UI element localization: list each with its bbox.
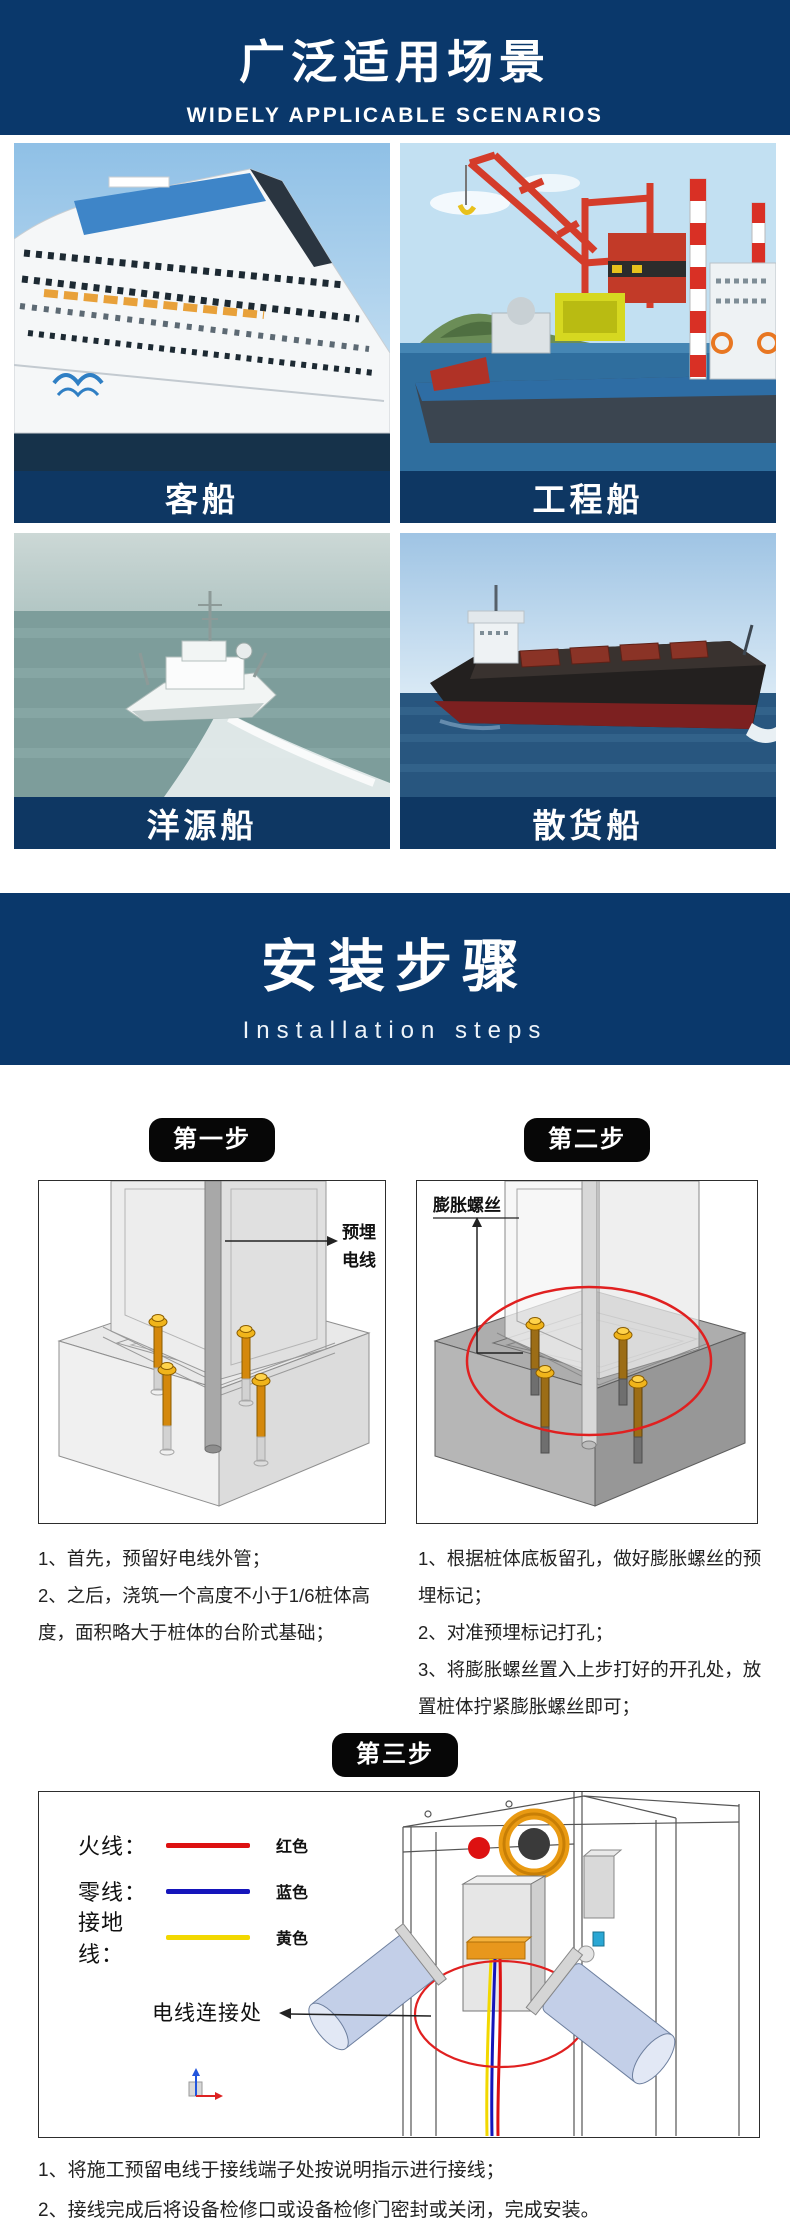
scenario-card-engineering: 工程船 bbox=[400, 143, 776, 523]
engineering-ship-illustration bbox=[400, 143, 776, 471]
junction-box bbox=[461, 1875, 547, 2012]
ring-center bbox=[518, 1828, 550, 1860]
ocean-ship-photo bbox=[14, 533, 390, 797]
svg-text:膨胀螺丝: 膨胀螺丝 bbox=[433, 1195, 501, 1215]
wire-connection-arrow bbox=[279, 2008, 432, 2019]
step2-instructions: 1、根据桩体底板留孔，做好膨胀螺丝的预埋标记； 2、对准预埋标记打孔； 3、将膨… bbox=[418, 1540, 770, 1725]
anchor-bolts bbox=[148, 1314, 271, 1467]
instruction-line: 2、之后，浇筑一个高度不小于1/6桩体高度，面积略大于桩体的台阶式基础； bbox=[38, 1585, 371, 1643]
instruction-line: 2、对准预埋标记打孔； bbox=[418, 1622, 614, 1643]
scenarios-subtitle: WIDELY APPLICABLE SCENARIOS bbox=[186, 104, 604, 127]
scenario-label-bulk: 散货船 bbox=[400, 797, 776, 849]
legend-name: 火线： bbox=[78, 1834, 148, 1859]
step2-cad-drawing: 膨胀螺丝 bbox=[433, 1181, 747, 1507]
bulk-carrier-photo bbox=[400, 533, 776, 797]
step1-diagram: 预埋 电线 bbox=[38, 1180, 386, 1524]
installation-banner: 安装步骤 Installation steps bbox=[0, 893, 790, 1065]
installation-subtitle: Installation steps bbox=[242, 1017, 548, 1044]
expansion-screw-callout: 膨胀螺丝 bbox=[433, 1195, 523, 1354]
step1-badge: 第一步 bbox=[149, 1118, 275, 1162]
scenario-label-ocean: 洋源船 bbox=[14, 797, 390, 849]
yellow-line-swatch bbox=[166, 1934, 250, 1940]
ocean-ship-illustration bbox=[14, 533, 390, 797]
red-line-swatch bbox=[166, 1842, 250, 1848]
step3-badge-row: 第三步 bbox=[0, 1733, 790, 1777]
side-box bbox=[583, 1855, 615, 1919]
step3-cad-drawing bbox=[188, 1792, 740, 2136]
instruction-line: 1、首先，预留好电线外管； bbox=[38, 1548, 271, 1569]
wires bbox=[485, 1958, 502, 2136]
passenger-ship-photo bbox=[14, 143, 390, 471]
scenario-label-passenger: 客船 bbox=[14, 471, 390, 523]
legend-name: 接地线： bbox=[78, 1910, 125, 1967]
wire-legend: 火线： 红色 零线： 蓝色 接地线： 黄色 bbox=[78, 1822, 309, 1967]
step2-badge: 第二步 bbox=[524, 1118, 650, 1162]
scenario-card-bulk: 散货船 bbox=[400, 533, 776, 849]
legend-row-neutral: 零线： 蓝色 bbox=[78, 1868, 308, 1914]
highlight-ellipse bbox=[465, 1285, 713, 1437]
passenger-ship-illustration bbox=[14, 143, 390, 471]
legend-name: 零线： bbox=[78, 1880, 148, 1905]
bulk-carrier-illustration bbox=[400, 533, 776, 797]
scenario-card-passenger: 客船 bbox=[14, 143, 390, 523]
embedded-wire-callout: 预埋 电线 bbox=[225, 1223, 376, 1270]
left-tube bbox=[308, 1923, 447, 2051]
step3-diagram: 火线： 红色 零线： 蓝色 接地线： 黄色 电线连接处 bbox=[38, 1791, 760, 2138]
legend-color-label: 蓝色 bbox=[276, 1885, 309, 1902]
scenario-grid: 客船 bbox=[14, 143, 776, 859]
instruction-line: 2、接线完成后将设备检修口或设备检修门密封或关闭，完成安装。 bbox=[38, 2200, 600, 2221]
svg-text:预埋: 预埋 bbox=[342, 1223, 376, 1242]
instruction-line: 1、根据桩体底板留孔，做好膨胀螺丝的预埋标记； bbox=[418, 1548, 762, 1606]
blue-knob bbox=[592, 1931, 605, 1947]
scenario-card-ocean: 洋源船 bbox=[14, 533, 390, 849]
terminal-strip bbox=[466, 1941, 526, 1960]
instruction-line: 3、将膨胀螺丝置入上步打好的开孔处，放置桩体拧紧膨胀螺丝即可； bbox=[418, 1659, 762, 1717]
step-instructions-row: 1、首先，预留好电线外管； 2、之后，浇筑一个高度不小于1/6桩体高度，面积略大… bbox=[0, 1540, 790, 1725]
legend-row-live: 火线： 红色 bbox=[78, 1822, 308, 1868]
red-indicator bbox=[468, 1837, 490, 1859]
installation-title: 安装步骤 bbox=[261, 935, 529, 999]
step3-instructions: 1、将施工预留电线于接线端子处按说明指示进行接线； 2、接线完成后将设备检修口或… bbox=[38, 2156, 790, 2226]
step1-cad-drawing: 预埋 电线 bbox=[57, 1181, 376, 1507]
step3-badge: 第三步 bbox=[332, 1733, 458, 1777]
blue-line-swatch bbox=[166, 1888, 250, 1894]
legend-row-ground: 接地线： 黄色 bbox=[78, 1910, 309, 1967]
scenario-label-engineering: 工程船 bbox=[400, 471, 776, 523]
step1-instructions: 1、首先，预留好电线外管； 2、之后，浇筑一个高度不小于1/6桩体高度，面积略大… bbox=[38, 1540, 394, 1725]
legend-color-label: 红色 bbox=[276, 1839, 309, 1856]
axis-glyph bbox=[188, 2068, 223, 2100]
instruction-line: 1、将施工预留电线于接线端子处按说明指示进行接线； bbox=[38, 2160, 505, 2181]
right-tube bbox=[525, 1946, 676, 2085]
wire-connection-label: 电线连接处 bbox=[152, 2002, 262, 2025]
svg-text:电线: 电线 bbox=[342, 1250, 376, 1270]
expansion-bolts bbox=[525, 1317, 648, 1464]
scenarios-title: 广泛适用场景 bbox=[239, 36, 551, 88]
engineering-ship-photo bbox=[400, 143, 776, 471]
legend-color-label: 黄色 bbox=[276, 1931, 309, 1948]
scenarios-header: 广泛适用场景 WIDELY APPLICABLE SCENARIOS bbox=[0, 0, 790, 135]
step-diagrams-row: 预埋 电线 膨胀螺丝 bbox=[38, 1180, 790, 1524]
step-badges-row: 第一步 第二步 bbox=[0, 1118, 790, 1162]
step2-diagram: 膨胀螺丝 bbox=[416, 1180, 758, 1524]
